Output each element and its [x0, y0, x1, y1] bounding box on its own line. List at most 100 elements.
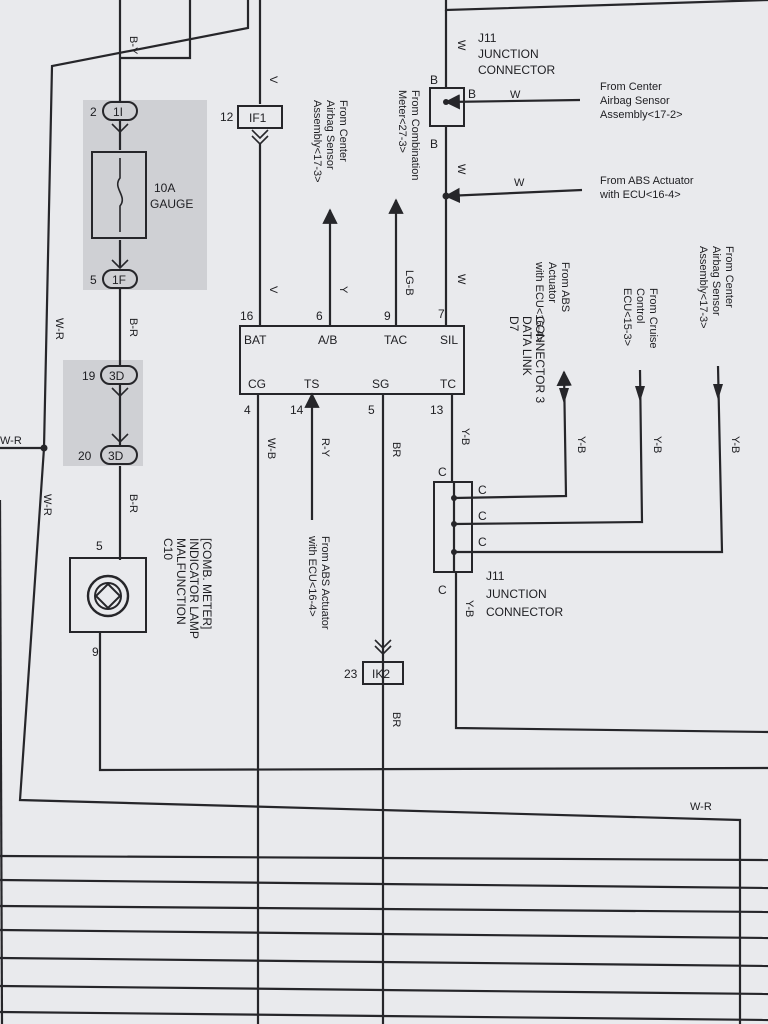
lamp-name-2: INDICATOR LAMP	[187, 538, 201, 639]
svg-text:with ECU<16-4>: with ECU<16-4>	[306, 535, 318, 617]
dlc-cg: CG	[248, 377, 266, 391]
svg-text:Assembly<17-3>: Assembly<17-3>	[311, 100, 323, 183]
svg-text:From ABS Actuator: From ABS Actuator	[600, 175, 694, 187]
wire-label-yb2: Y-B	[463, 600, 475, 617]
source-abs-ts: From ABS Actuator with ECU<16-4>	[306, 535, 331, 630]
connector-3d-19: 19 3D	[82, 365, 138, 398]
source-abs-vertical: From ABS Actuator with ECU<16-4>	[533, 261, 571, 343]
wire-label-v-top: V	[267, 76, 279, 84]
wire-label-by: B-Y	[127, 36, 139, 55]
svg-text:Assembly<17-3>: Assembly<17-3>	[697, 246, 709, 329]
wire-label-yb5: Y-B	[729, 436, 741, 453]
wr-loop-wires	[0, 0, 742, 1024]
svg-text:Actuator: Actuator	[546, 262, 558, 303]
wire-label-yb4: Y-B	[651, 436, 663, 453]
connector-3d-20-id: 3D	[108, 449, 124, 463]
dlc-pin-5: 5	[368, 403, 375, 417]
source-abs-right: From ABS Actuator with ECU<16-4>	[599, 175, 694, 201]
wire-label-w3: W	[455, 164, 467, 175]
junction-bottom-name-1: JUNCTION	[486, 587, 547, 601]
dlc-sil: SIL	[440, 333, 458, 347]
svg-text:From ABS: From ABS	[559, 262, 571, 312]
lamp-ref: C10	[161, 538, 175, 560]
wire-label-yb3: Y-B	[575, 436, 587, 453]
svg-text:Meter<27-3>: Meter<27-3>	[396, 90, 408, 153]
wire-label-br-sg: BR	[390, 442, 402, 457]
dlc-name-2: CONNECTOR 3	[533, 316, 547, 403]
wire-label-w2: W	[510, 89, 521, 101]
dlc-sg: SG	[372, 377, 389, 391]
junction-bottom-ref: J11	[486, 569, 505, 583]
data-link-connector	[239, 325, 465, 395]
svg-text:with ECU<16-4>: with ECU<16-4>	[533, 261, 545, 343]
junction-dot	[40, 444, 48, 452]
wire-label-wb: W-B	[265, 438, 277, 459]
dlc-bat: BAT	[244, 333, 267, 347]
svg-text:From Center: From Center	[723, 246, 735, 308]
dlc-pin-13: 13	[430, 403, 444, 417]
svg-text:C: C	[478, 535, 487, 549]
junction-bottom-terms: C C C C C	[438, 465, 487, 597]
connector-ik2-pin: 23	[344, 667, 358, 681]
junction-top-term-bottom: B	[430, 137, 438, 151]
dlc-ts: TS	[304, 377, 319, 391]
fuse-name: GAUGE	[150, 197, 193, 211]
svg-text:Airbag Sensor: Airbag Sensor	[324, 100, 336, 170]
connector-if1: 12 IF1	[220, 105, 283, 146]
dlc-pin-4: 4	[244, 403, 251, 417]
wire-label-wr-bottom: W-R	[690, 801, 712, 813]
svg-text:From ABS Actuator: From ABS Actuator	[319, 536, 331, 630]
junction-bottom-label: J11 JUNCTION CONNECTOR	[486, 569, 563, 619]
connector-3d-19-pin: 19	[82, 369, 96, 383]
junction-top-box	[429, 87, 465, 127]
dlc-pin-14: 14	[290, 403, 304, 417]
connector-3d-20-pin: 20	[78, 449, 92, 463]
dlc-label: D7 DATA LINK CONNECTOR 3	[507, 316, 547, 403]
wire-label-br1: B-R	[127, 318, 139, 337]
connector-ik2: 23 IK2	[344, 639, 404, 685]
dlc-name-1: DATA LINK	[520, 316, 534, 376]
connector-3d-19-id: 3D	[109, 369, 125, 383]
lamp-pin-bottom: 9	[92, 645, 99, 659]
svg-text:From Cruise: From Cruise	[647, 288, 659, 349]
source-airbag-far: From Center Airbag Sensor Assembly<17-3>	[697, 246, 735, 329]
wire-label-yb1: Y-B	[459, 428, 471, 445]
svg-text:with ECU<16-4>: with ECU<16-4>	[599, 189, 681, 201]
source-combo-meter: From Combination Meter<27-3>	[396, 90, 421, 180]
svg-text:Assembly<17-2>: Assembly<17-2>	[600, 109, 683, 121]
fuse-box	[91, 151, 147, 239]
malfunction-lamp: 5 9	[69, 539, 147, 659]
lamp-name-3: [COMB. METER]	[200, 538, 214, 629]
svg-text:C: C	[438, 465, 447, 479]
wire-label-w1: W	[455, 40, 467, 51]
main-feed-wires	[98, 0, 768, 772]
svg-text:Control: Control	[634, 288, 646, 323]
connector-1i-pin: 2	[90, 105, 97, 119]
svg-text:C: C	[438, 583, 447, 597]
dlc-tc: TC	[440, 377, 456, 391]
dlc-pin-16: 16	[240, 309, 254, 323]
dlc-pin-6: 6	[316, 309, 323, 323]
dlc-ab: A/B	[318, 333, 337, 347]
wire-label-ry: R-Y	[319, 438, 331, 458]
fuse-rating: 10A	[154, 181, 175, 195]
wire-label-w4: W	[514, 177, 525, 189]
lamp-label: C10 MALFUNCTION INDICATOR LAMP [COMB. ME…	[161, 538, 214, 639]
connector-1f-pin: 5	[90, 273, 97, 287]
svg-text:Airbag Sensor: Airbag Sensor	[600, 95, 670, 107]
left-wire-labels: B-Y W-R B-R B-R W-R W-R W-R	[0, 36, 712, 813]
svg-text:C: C	[478, 509, 487, 523]
wire-label-wr-mid: W-R	[0, 435, 22, 447]
bottom-harness-lines	[0, 854, 768, 1022]
connector-3d-20: 20 3D	[78, 433, 138, 465]
fuse-element-icon	[116, 158, 124, 232]
dlc-terminals: BAT A/B TAC SIL CG TS SG TC	[244, 333, 458, 391]
wire-label-wr-left: W-R	[53, 318, 65, 340]
svg-text:From Center: From Center	[600, 81, 662, 93]
junction-top-term-top: B	[430, 73, 438, 87]
wire-label-lgb: LG-B	[403, 270, 415, 296]
wire-label-w5: W	[455, 274, 467, 285]
junction-top-name-2: CONNECTOR	[478, 63, 555, 77]
dlc-tac: TAC	[384, 333, 407, 347]
